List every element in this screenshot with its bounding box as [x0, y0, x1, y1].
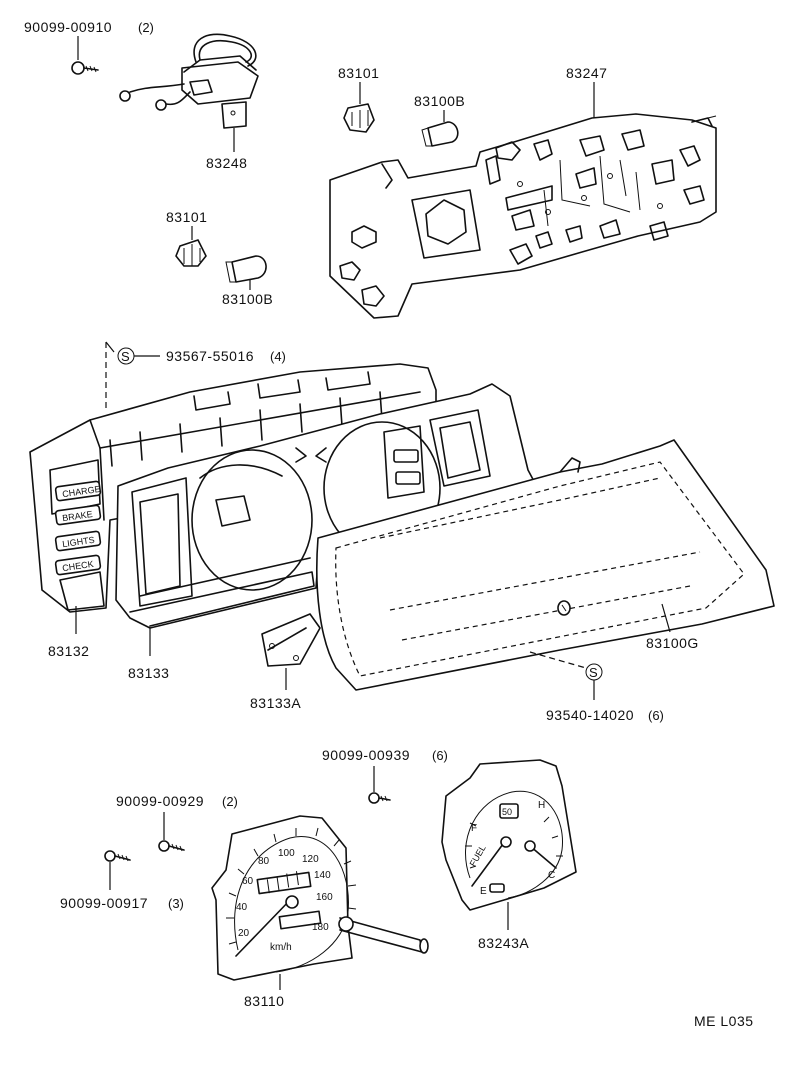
label-83132: 83132 — [48, 643, 89, 659]
label-screw-929-qty: (2) — [222, 794, 238, 809]
circuit-plate-83247 — [329, 82, 717, 319]
button-label-lights: LIGHTS — [62, 535, 96, 549]
speed-unit: km/h — [270, 942, 292, 953]
label-83100b-upper: 83100B — [414, 93, 465, 109]
gauge-badge: 50 — [502, 807, 512, 817]
socket-83101-lower — [175, 226, 207, 267]
gauge-mark-full: F — [471, 823, 477, 834]
bezel-strip-83133a — [261, 613, 321, 690]
label-83248: 83248 — [206, 155, 247, 171]
speedometer-dial-labels: 20 40 60 80 100 120 140 160 180 km/h — [236, 848, 333, 953]
gauge-83243a — [441, 759, 577, 930]
s-mark-lower: S — [585, 663, 603, 700]
label-screw-top: 90099-00910 — [24, 19, 112, 35]
gauge-mark-empty: E — [480, 886, 487, 897]
label-screw-top-qty: (2) — [138, 20, 154, 35]
label-drawing-code: ME L035 — [694, 1013, 754, 1029]
bezel-83133 — [115, 383, 545, 629]
speed-tick-180: 180 — [312, 922, 329, 933]
gauge-mark-cold: C — [548, 870, 555, 881]
speed-tick-80: 80 — [258, 856, 270, 867]
label-screw-s1: 93567-55016 — [166, 348, 254, 364]
label-screw-s2: 93540-14020 — [546, 707, 634, 723]
button-label-brake: BRAKE — [62, 509, 94, 523]
label-screw-s2-qty: (6) — [648, 708, 664, 723]
label-screw-917-qty: (3) — [168, 896, 184, 911]
s-mark-upper: S — [117, 347, 160, 365]
speed-tick-20: 20 — [238, 928, 250, 939]
label-83110: 83110 — [244, 993, 284, 1009]
screw-90099-00939 — [368, 766, 391, 804]
speed-tick-120: 120 — [302, 854, 319, 865]
label-83101-lower: 83101 — [166, 209, 207, 225]
label-83100g: 83100G — [646, 635, 699, 651]
speed-tick-140: 140 — [314, 870, 331, 881]
socket-83101-upper — [343, 82, 375, 133]
label-83243a: 83243A — [478, 935, 529, 951]
lens-83100g — [316, 439, 775, 691]
screw-90099-00910 — [71, 36, 99, 75]
wire-harness-83248 — [119, 33, 259, 152]
label-screw-939-qty: (6) — [432, 748, 448, 763]
screw-90099-00929 — [158, 812, 185, 852]
speed-tick-60: 60 — [242, 876, 254, 887]
housing-button-panel: CHARGE BRAKE LIGHTS CHECK — [54, 480, 102, 576]
label-screw-939: 90099-00939 — [322, 747, 410, 763]
speedometer-83110 — [211, 815, 429, 990]
bulb-83100b-lower — [225, 255, 267, 290]
label-screw-929: 90099-00929 — [116, 793, 204, 809]
gauge-mark-hot: H — [538, 800, 545, 811]
label-83100b-lower: 83100B — [222, 291, 273, 307]
speed-tick-160: 160 — [316, 892, 333, 903]
button-label-check: CHECK — [62, 559, 95, 573]
label-83133: 83133 — [128, 665, 169, 681]
label-83247: 83247 — [566, 65, 607, 81]
screw-90099-00917 — [104, 850, 131, 890]
leader-s1-tip — [105, 341, 115, 353]
svg-text:S: S — [589, 665, 598, 680]
speed-tick-40: 40 — [236, 902, 248, 913]
speed-tick-100: 100 — [278, 848, 295, 859]
svg-text:S: S — [121, 349, 130, 364]
bulb-83100b-upper — [421, 110, 459, 147]
label-83101-upper: 83101 — [338, 65, 379, 81]
label-83133a: 83133A — [250, 695, 301, 711]
label-screw-917: 90099-00917 — [60, 895, 148, 911]
label-screw-s1-qty: (4) — [270, 349, 286, 364]
